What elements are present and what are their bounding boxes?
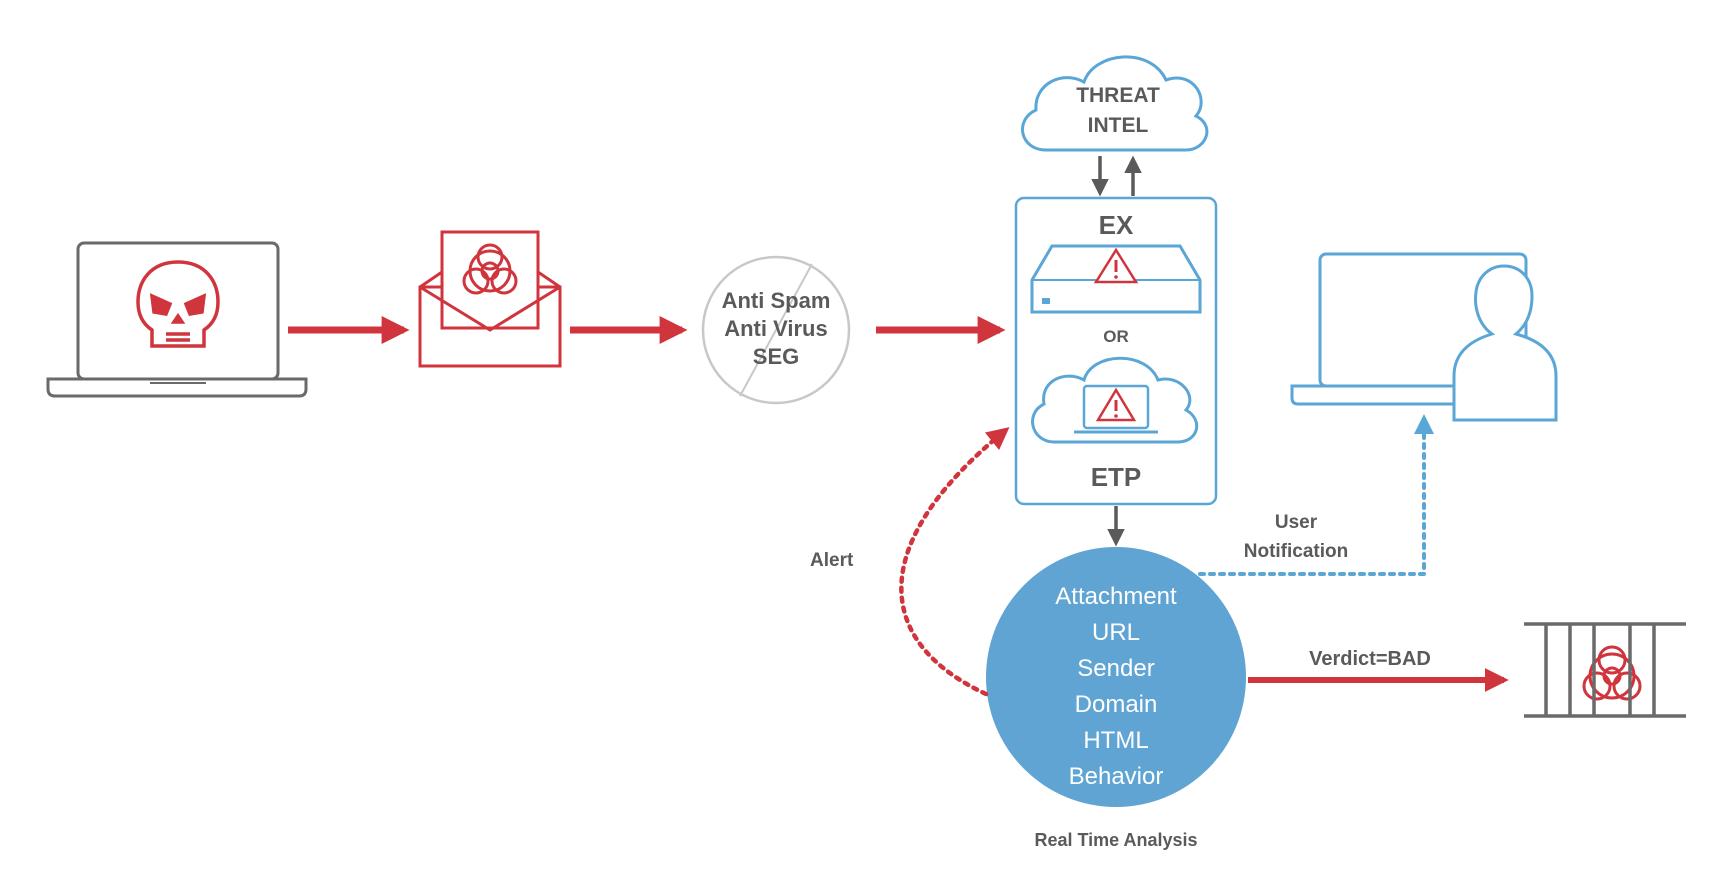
end-user-laptop [1290,252,1558,422]
analysis-caption: Real Time Analysis [1034,830,1197,850]
ex-appliance [1030,244,1202,314]
biohazard-icon [1582,645,1642,701]
attacker-laptop [46,241,308,398]
filter-label-line1: Anti Spam [722,288,831,313]
analysis-item: Attachment [1055,583,1177,610]
or-label: OR [1103,327,1129,346]
user-icon [1452,264,1558,422]
alert-arrow [899,427,1010,697]
analysis-item: HTML [1083,727,1148,754]
filter-label-line2: Anti Virus [724,316,828,341]
biohazard-icon [462,243,518,295]
warning-icon [1095,387,1137,422]
threat-intel-label-line1: THREAT [1076,84,1160,107]
threat-intel-node: THREAT INTEL [1021,55,1209,152]
threat-intel-label-line2: INTEL [1088,114,1149,137]
malicious-email [418,230,562,368]
verdict-label: Verdict=BAD [1309,648,1431,670]
filter-label-line3: SEG [753,344,799,369]
ex-label: EX [1099,210,1134,240]
alert-label: Alert [810,550,854,571]
legacy-filter-node: Anti Spam Anti Virus SEG [701,255,851,405]
user-notification-arrow [1198,414,1434,576]
real-time-analysis-node: Attachment URL Sender Domain HTML Behavi… [986,547,1246,807]
user-notification-label-line2: Notification [1244,541,1349,562]
analysis-item: Domain [1075,691,1158,718]
user-notification-label-line1: User [1275,512,1318,533]
etp-cloud [1031,356,1199,444]
analysis-item: URL [1092,619,1140,646]
warning-icon [1093,247,1139,284]
quarantine-cage [1524,622,1686,718]
skull-icon [136,260,220,348]
analysis-item: Sender [1077,655,1154,682]
analysis-item: Behavior [1069,763,1164,790]
etp-label: ETP [1091,462,1142,492]
ex-etp-panel: EX OR ETP [1014,196,1218,506]
cloud-icon [1021,55,1209,152]
